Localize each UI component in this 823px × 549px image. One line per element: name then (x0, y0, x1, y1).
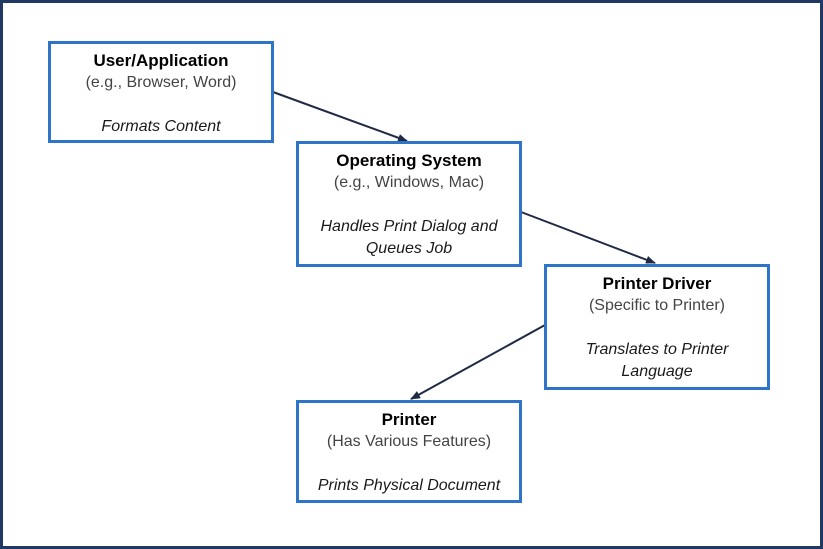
node-printer: Printer (Has Various Features) Prints Ph… (296, 400, 522, 503)
node-role: Formats Content (101, 118, 221, 135)
node-title: Operating System (336, 151, 482, 170)
node-subtitle: (Has Various Features) (326, 433, 492, 450)
node-operating-system: Operating System (e.g., Windows, Mac) Ha… (296, 141, 522, 267)
node-subtitle: (Specific to Printer) (588, 297, 726, 314)
node-role: Handles Print Dialog and Queues Job (320, 218, 498, 257)
node-subtitle: (e.g., Browser, Word) (85, 74, 237, 91)
arrow-driver-to-printer (410, 324, 546, 400)
arrow-os-to-driver (520, 211, 656, 264)
arrow-user-to-os (272, 91, 408, 142)
node-title: Printer Driver (602, 274, 712, 293)
node-user-application: User/Application (e.g., Browser, Word) F… (48, 41, 274, 143)
node-role: Prints Physical Document (317, 477, 501, 494)
node-role: Translates to Printer Language (585, 341, 729, 380)
node-subtitle: (e.g., Windows, Mac) (333, 174, 485, 191)
node-printer-driver: Printer Driver (Specific to Printer) Tra… (544, 264, 770, 390)
node-title: Printer (381, 410, 437, 429)
node-title: User/Application (93, 51, 229, 70)
